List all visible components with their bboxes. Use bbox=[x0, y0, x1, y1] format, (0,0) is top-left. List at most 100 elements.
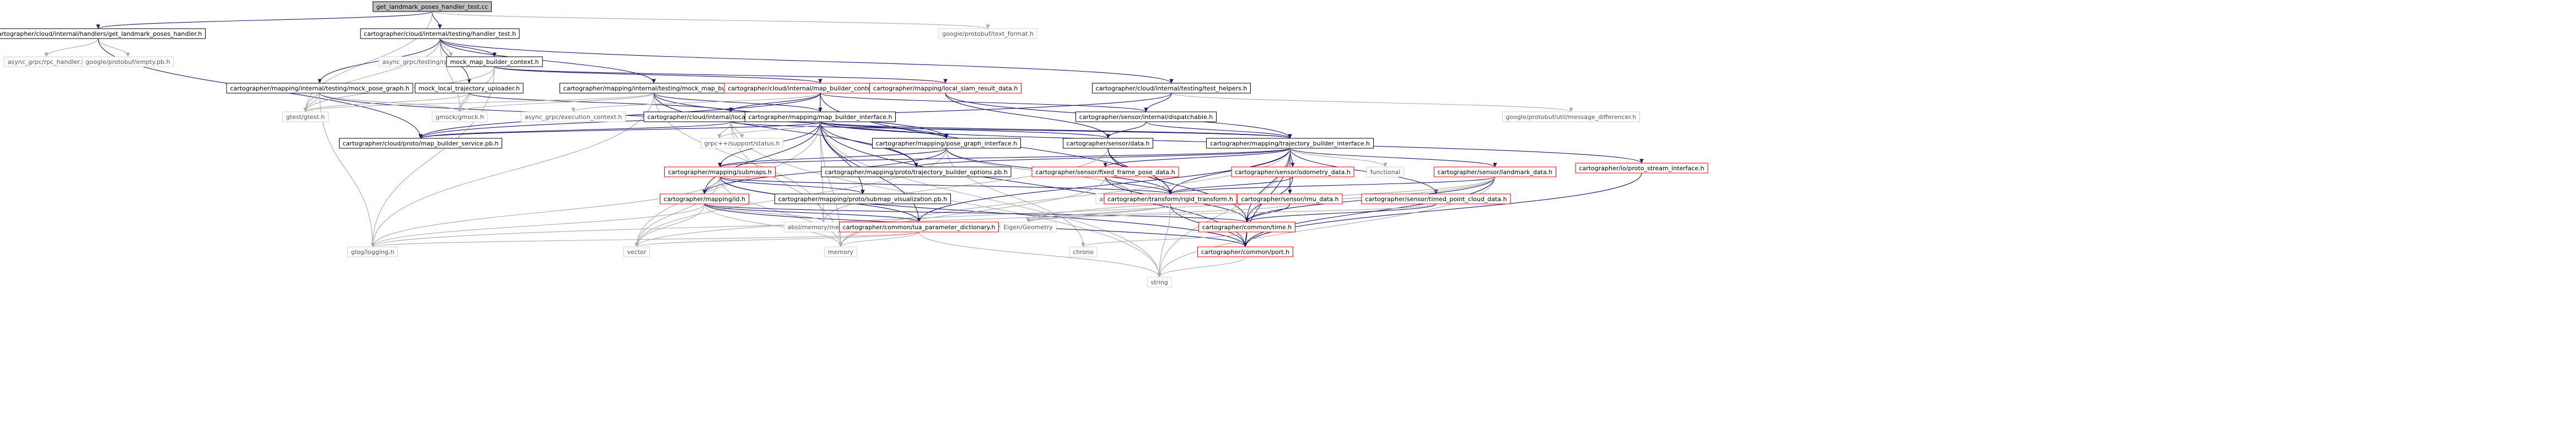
node-msgdiff[interactable]: google/protobuf/util/message_differencer… bbox=[1502, 111, 1640, 122]
dependency-edge-mmbc-to-mbci bbox=[494, 66, 822, 84]
dependency-edge-tbi-to-tbopb bbox=[914, 148, 1290, 168]
node-label-emptypb: google/protobuf/empty.pb.h bbox=[85, 58, 170, 66]
node-box-ctime bbox=[1198, 222, 1295, 233]
node-box-mltu bbox=[415, 83, 524, 94]
node-box-txtfmt bbox=[938, 28, 1037, 39]
dependency-edge-lpd-to-vector bbox=[634, 231, 919, 247]
node-box-rigid bbox=[1104, 193, 1237, 204]
dependency-edge-landmark-to-rigid bbox=[1168, 176, 1496, 195]
dependency-edge-rigid-to-glog bbox=[370, 203, 1171, 247]
node-vector[interactable]: vector bbox=[623, 246, 650, 257]
node-label-port: cartographer/common/port.h bbox=[1201, 249, 1289, 256]
node-ftpd[interactable]: cartographer/sensor/fixed_frame_pose_dat… bbox=[1031, 166, 1179, 177]
node-gtest[interactable]: gtest/gtest.h bbox=[282, 111, 329, 122]
node-mid[interactable]: cartographer/mapping/id.h bbox=[660, 193, 749, 204]
node-box-hth bbox=[360, 28, 520, 39]
node-psi[interactable]: cartographer/io/proto_stream_interface.h bbox=[1575, 163, 1708, 174]
node-box-grpcst bbox=[701, 138, 783, 149]
node-grpcst[interactable]: grpc++/support/status.h bbox=[701, 138, 783, 149]
dependency-edge-mid-to-vector bbox=[634, 203, 705, 247]
dependency-edge-mbci-to-disp bbox=[820, 93, 1148, 112]
dependency-edge-mmb-to-glog bbox=[370, 93, 654, 247]
dependency-edge-tbi-to-tpcd bbox=[1289, 148, 1438, 195]
dependency-edge-hlh-to-emptypb bbox=[98, 38, 130, 57]
node-box-functional bbox=[1367, 166, 1404, 177]
node-pgi[interactable]: cartographer/mapping/pose_graph_interfac… bbox=[872, 138, 1021, 149]
node-label-exctx: async_grpc/execution_context.h bbox=[525, 114, 622, 121]
node-label-hlh: cartographer/cloud/internal/handlers/get… bbox=[0, 30, 202, 37]
node-lsrd[interactable]: cartographer/mapping/local_slam_result_d… bbox=[869, 83, 1021, 94]
node-sdata[interactable]: cartographer/sensor/data.h bbox=[1063, 138, 1153, 149]
node-tbopb[interactable]: cartographer/mapping/proto/trajectory_bu… bbox=[821, 166, 1012, 177]
dependency-edge-lpd-to-memory bbox=[838, 231, 919, 247]
dependency-edge-lpd-to-glog bbox=[370, 231, 919, 247]
node-box-string bbox=[1147, 277, 1172, 288]
node-mlpg[interactable]: cartographer/mapping/internal/testing/mo… bbox=[226, 83, 413, 94]
node-label-txtfmt: google/protobuf/text_format.h bbox=[942, 30, 1034, 37]
dependency-edge-hth-to-mmb bbox=[439, 38, 656, 84]
node-box-root bbox=[373, 1, 492, 12]
node-box-mid bbox=[660, 193, 749, 204]
dependency-edge-hth-to-gtest bbox=[303, 38, 440, 112]
node-gmock[interactable]: gmock/gmock.h bbox=[432, 111, 488, 122]
node-glog[interactable]: glog/logging.h bbox=[347, 246, 398, 257]
node-chrono[interactable]: chrono bbox=[1069, 246, 1098, 257]
node-eigen[interactable]: Eigen/Geometry bbox=[999, 222, 1057, 233]
dependency-edge-rigid-to-eigen bbox=[1026, 203, 1171, 223]
node-memory[interactable]: memory bbox=[824, 246, 857, 257]
node-imu[interactable]: cartographer/sensor/imu_data.h bbox=[1237, 193, 1343, 204]
node-tbi[interactable]: cartographer/mapping/trajectory_builder_… bbox=[1206, 138, 1374, 149]
dependency-edge-ftpd-to-rigid bbox=[1105, 176, 1173, 195]
node-box-msgdiff bbox=[1502, 111, 1640, 122]
node-label-tsth: cartographer/cloud/internal/testing/test… bbox=[1096, 85, 1247, 92]
node-root[interactable]: get_landmark_poses_handler_test.cc bbox=[373, 1, 492, 12]
node-hth[interactable]: cartographer/cloud/internal/testing/hand… bbox=[360, 28, 520, 39]
node-mltu[interactable]: mock_local_trajectory_uploader.h bbox=[415, 83, 524, 94]
dependency-edge-mid-to-glog bbox=[370, 203, 705, 247]
dependency-edge-mid-to-lpd bbox=[704, 203, 921, 223]
node-mmb[interactable]: cartographer/mapping/internal/testing/mo… bbox=[560, 83, 748, 94]
dependency-edge-tpcd-to-ctime bbox=[1245, 203, 1437, 223]
node-landmark[interactable]: cartographer/sensor/landmark_data.h bbox=[1434, 166, 1556, 177]
node-lpd[interactable]: cartographer/common/lua_parameter_dictio… bbox=[839, 222, 999, 233]
dependency-edge-root-to-hlh bbox=[96, 11, 433, 29]
node-mbi[interactable]: cartographer/mapping/map_builder_interfa… bbox=[745, 111, 896, 122]
node-rpch[interactable]: async_grpc/rpc_handler.h bbox=[4, 56, 89, 67]
node-label-ftpd: cartographer/sensor/fixed_frame_pose_dat… bbox=[1035, 169, 1175, 176]
node-exctx[interactable]: async_grpc/execution_context.h bbox=[521, 111, 626, 122]
node-label-mmb: cartographer/mapping/internal/testing/mo… bbox=[563, 85, 745, 92]
dependency-edge-root-to-hth bbox=[432, 11, 442, 29]
dependency-edge-submaps-to-smvpb bbox=[719, 176, 865, 195]
node-label-mbci: cartographer/cloud/internal/map_builder_… bbox=[728, 85, 912, 92]
dependency-edge-tbi-to-rigid bbox=[1168, 148, 1290, 195]
node-submaps[interactable]: cartographer/mapping/submaps.h bbox=[664, 166, 776, 177]
node-rigid[interactable]: cartographer/transform/rigid_transform.h bbox=[1104, 193, 1237, 204]
node-mbspb[interactable]: cartographer/cloud/proto/map_builder_ser… bbox=[339, 138, 502, 149]
node-label-gtest: gtest/gtest.h bbox=[286, 114, 325, 121]
node-disp[interactable]: cartographer/sensor/internal/dispatchabl… bbox=[1075, 111, 1217, 122]
node-label-psi: cartographer/io/proto_stream_interface.h bbox=[1579, 165, 1704, 172]
node-box-tpcd bbox=[1361, 193, 1511, 204]
node-hlh[interactable]: cartographer/cloud/internal/handlers/get… bbox=[0, 28, 206, 39]
node-mbci[interactable]: cartographer/cloud/internal/map_builder_… bbox=[724, 83, 917, 94]
node-tpcd[interactable]: cartographer/sensor/timed_point_cloud_da… bbox=[1361, 193, 1511, 204]
node-smvpb[interactable]: cartographer/mapping/proto/submap_visual… bbox=[775, 193, 951, 204]
dependency-edge-submaps-to-glog bbox=[370, 176, 720, 247]
node-box-tsth bbox=[1092, 83, 1251, 94]
node-mmbc[interactable]: mock_map_builder_context.h bbox=[446, 56, 543, 67]
node-emptypb[interactable]: google/protobuf/empty.pb.h bbox=[82, 56, 174, 67]
node-label-memory: memory bbox=[828, 249, 853, 256]
node-port[interactable]: cartographer/common/port.h bbox=[1197, 246, 1293, 257]
node-functional[interactable]: functional bbox=[1367, 166, 1404, 177]
node-txtfmt[interactable]: google/protobuf/text_format.h bbox=[938, 28, 1037, 39]
node-odom[interactable]: cartographer/sensor/odometry_data.h bbox=[1231, 166, 1354, 177]
node-label-ctime: cartographer/common/time.h bbox=[1202, 224, 1292, 231]
dependency-edge-tbi-to-odom bbox=[1289, 148, 1295, 168]
node-box-lpd bbox=[839, 222, 999, 233]
node-label-lpd: cartographer/common/lua_parameter_dictio… bbox=[843, 224, 996, 231]
node-ctime[interactable]: cartographer/common/time.h bbox=[1198, 222, 1295, 233]
node-tsth[interactable]: cartographer/cloud/internal/testing/test… bbox=[1092, 83, 1251, 94]
dependency-edge-mbci-to-exctx bbox=[571, 93, 821, 112]
node-string[interactable]: string bbox=[1147, 277, 1172, 288]
